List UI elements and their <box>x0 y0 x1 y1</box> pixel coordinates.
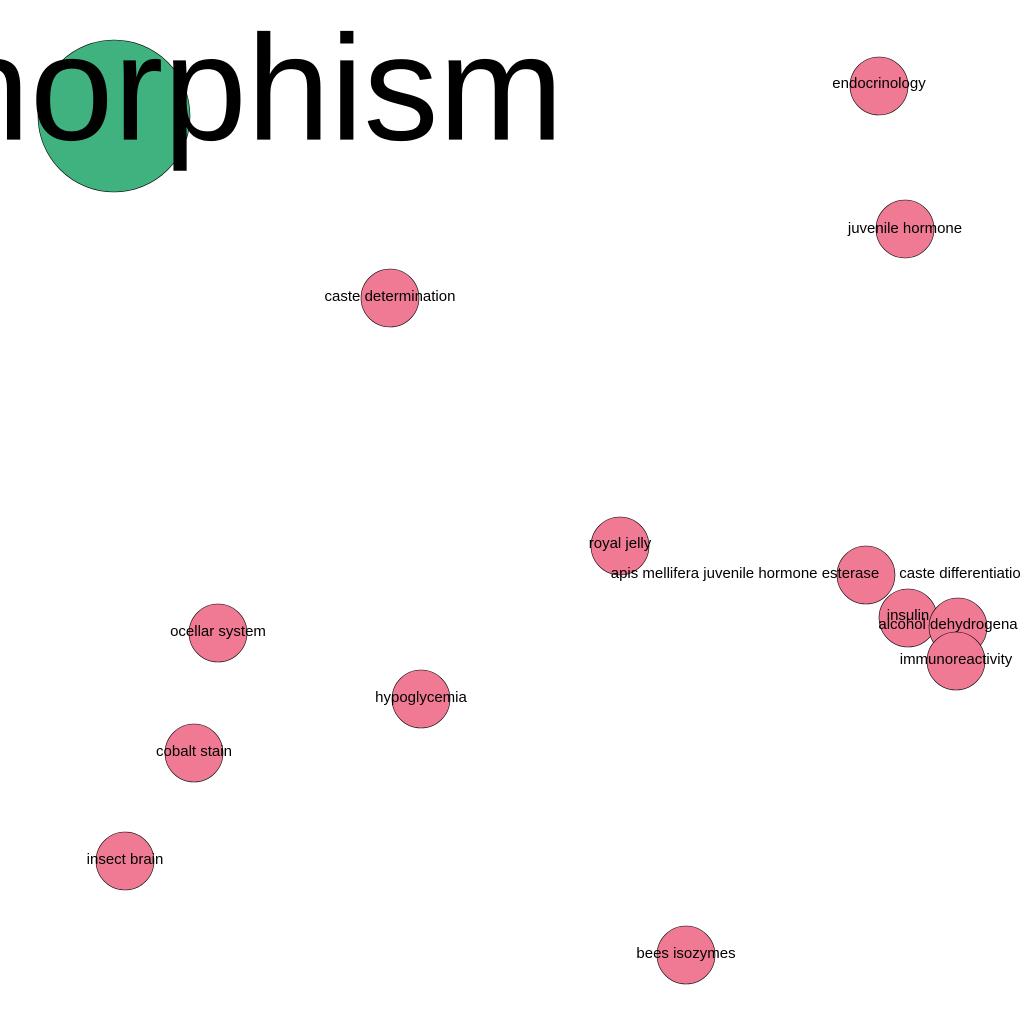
node-apis-mellifera-juvenile-hormone-esterase <box>836 545 896 605</box>
node-insect-brain <box>95 831 155 891</box>
node-ocellar-system <box>188 603 248 663</box>
node-label-hypoglycemia: hypoglycemia <box>375 689 467 706</box>
node-immunoreactivity <box>926 631 986 691</box>
node-label-caste-differentiation: caste differentiatio <box>899 565 1020 582</box>
node-label-bees-isozymes: bees isozymes <box>636 945 735 962</box>
node-caste-determination <box>360 268 420 328</box>
node-label-alcohol-dehydrogenase: alcohol dehydrogena <box>878 616 1018 633</box>
node-label-royal-jelly: royal jelly <box>589 535 652 552</box>
node-label-insect-brain: insect brain <box>87 851 164 868</box>
node-label-hub: norphism <box>0 4 563 172</box>
node-label-apis-mellifera-juvenile-hormone-esterase: apis mellifera juvenile hormone esterase <box>611 565 879 582</box>
node-endocrinology <box>849 56 909 116</box>
node-label-endocrinology: endocrinology <box>832 75 926 92</box>
node-circles-layer <box>37 39 988 985</box>
node-label-ocellar-system: ocellar system <box>170 623 266 640</box>
node-cobalt-stain <box>164 723 224 783</box>
node-label-juvenile-hormone: juvenile hormone <box>847 220 962 237</box>
node-hub <box>37 39 191 193</box>
node-hypoglycemia <box>391 669 451 729</box>
node-label-immunoreactivity: immunoreactivity <box>900 651 1013 668</box>
node-label-insulin: insulin <box>887 607 930 624</box>
node-bees-isozymes <box>656 925 716 985</box>
node-juvenile-hormone <box>875 199 935 259</box>
node-royal-jelly <box>590 516 650 576</box>
node-label-cobalt-stain: cobalt stain <box>156 743 232 760</box>
node-label-caste-determination: caste determination <box>325 288 456 305</box>
node-labels-layer: norphism endocrinology juvenile hormone cas… <box>0 4 1021 962</box>
